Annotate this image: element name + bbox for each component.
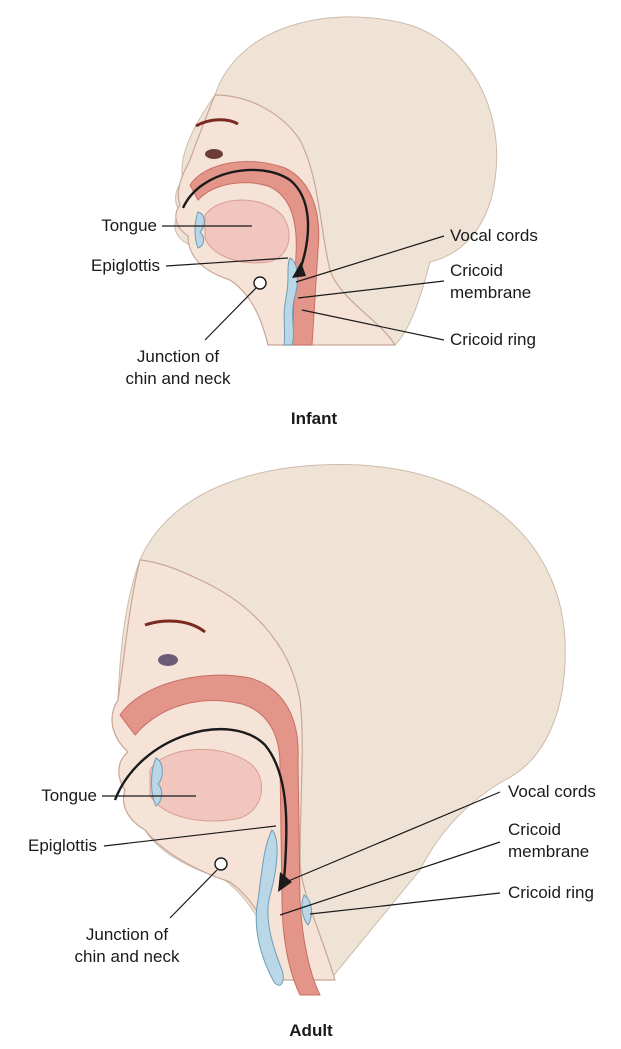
infant-caption: Infant: [291, 409, 338, 428]
infant-tongue-label: Tongue: [101, 216, 157, 235]
infant-vocal-cords-label: Vocal cords: [450, 226, 538, 245]
adult-caption: Adult: [289, 1021, 333, 1040]
adult-vocal-cords-label: Vocal cords: [508, 782, 596, 801]
infant-junction-label-1: Junction of: [137, 347, 219, 366]
adult-cricoid-membrane-label-2: membrane: [508, 842, 589, 861]
adult-junction-label-1: Junction of: [86, 925, 168, 944]
adult-epiglottis-label: Epiglottis: [28, 836, 97, 855]
adult-illustration: [112, 464, 565, 995]
infant-eye: [205, 149, 223, 159]
adult-junction-label-2: chin and neck: [75, 947, 180, 966]
infant-cricoid-membrane-label-1: Cricoid: [450, 261, 503, 280]
adult-eye: [158, 654, 178, 666]
infant-junction-leader: [205, 288, 256, 340]
adult-cricoid-ring-label: Cricoid ring: [508, 883, 594, 902]
infant-cricoid-ring-label: Cricoid ring: [450, 330, 536, 349]
infant-illustration: [175, 17, 497, 345]
infant-junction-marker: [254, 277, 266, 289]
adult-cricoid-membrane-label-1: Cricoid: [508, 820, 561, 839]
adult-tongue: [150, 749, 262, 821]
infant-junction-label-2: chin and neck: [126, 369, 231, 388]
adult-tongue-label: Tongue: [41, 786, 97, 805]
infant-cricoid-membrane-label-2: membrane: [450, 283, 531, 302]
adult-junction-marker: [215, 858, 227, 870]
infant-epiglottis-label: Epiglottis: [91, 256, 160, 275]
adult-junction-leader: [170, 870, 217, 918]
